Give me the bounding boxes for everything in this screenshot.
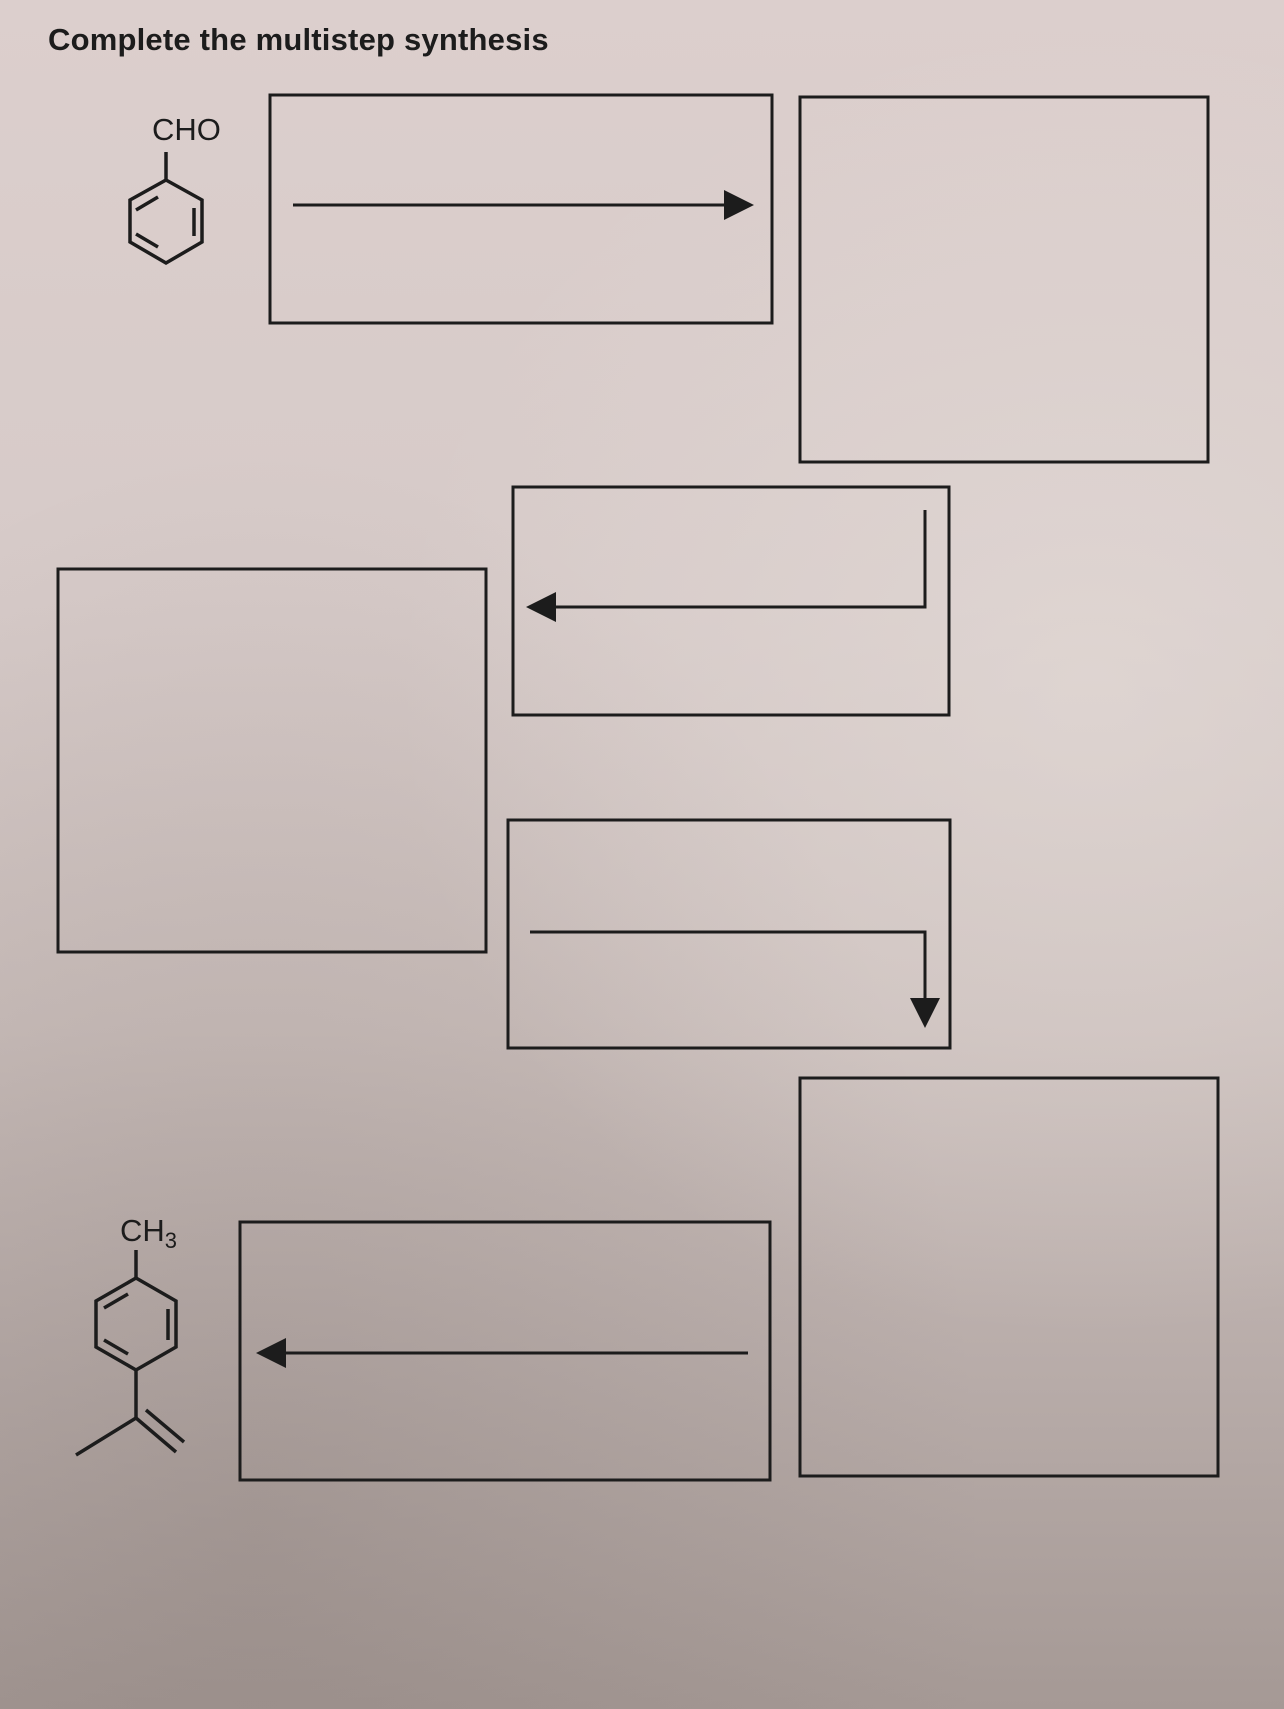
product-box-2[interactable] — [56, 567, 488, 954]
product-box-3[interactable] — [798, 1076, 1220, 1478]
reagent-box-4[interactable] — [238, 1220, 772, 1482]
benzaldehyde-structure — [128, 152, 204, 266]
cho-label: CHO — [152, 112, 221, 147]
arrow-down-left — [526, 510, 927, 622]
reagent-box-1[interactable] — [268, 93, 774, 325]
page-title: Complete the multistep synthesis — [48, 22, 549, 57]
ch3-label: CH3 — [120, 1213, 178, 1254]
reagent-box-3[interactable] — [506, 818, 952, 1050]
arrow-right-down — [530, 930, 940, 1028]
target-structure — [75, 1250, 186, 1457]
reagent-box-2[interactable] — [511, 485, 951, 717]
product-box-1[interactable] — [798, 95, 1210, 464]
